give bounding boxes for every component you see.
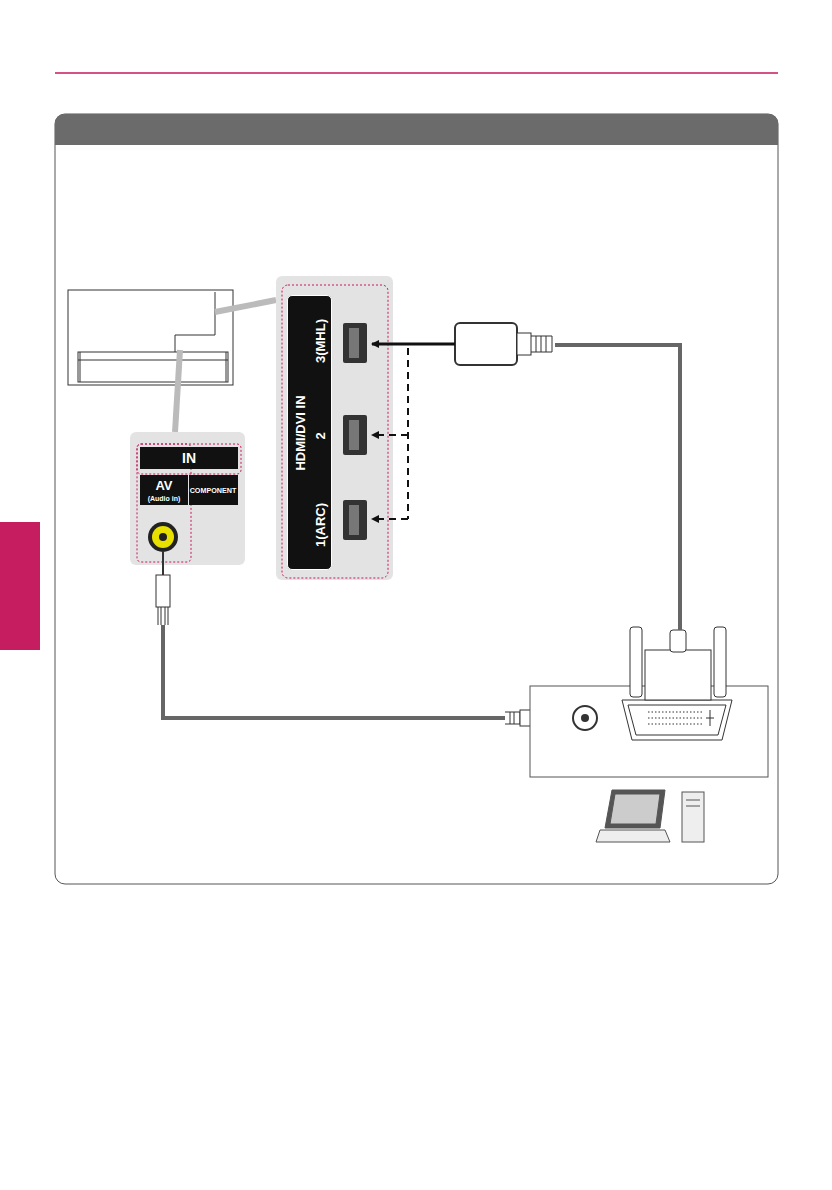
dotted-outline <box>137 444 241 474</box>
port-label: 3(MHL) <box>313 319 328 363</box>
tv-illustration <box>68 290 233 385</box>
port-label: HDMI/DVI IN <box>293 395 308 470</box>
zoom-line <box>215 300 276 312</box>
port-label: (Audio in) <box>148 495 181 502</box>
hdmi-cable <box>372 323 680 630</box>
port-label: AV <box>155 478 172 493</box>
hdmi-ports <box>343 323 367 540</box>
computer-icons <box>596 790 704 842</box>
port-label: COMPONENT <box>190 486 237 495</box>
dvi-connector <box>622 627 732 740</box>
dotted-outline <box>282 285 388 578</box>
component-port-label: COMPONENT <box>189 475 238 505</box>
port-label: 1(ARC) <box>313 503 328 547</box>
hdmi-panel-ground <box>276 276 393 580</box>
content-frame <box>55 114 778 884</box>
hdmi-label-panel: HDMI/DVI IN 3(MHL) 2 1(ARC) <box>287 295 332 570</box>
header-rule <box>55 72 778 74</box>
pc-audio-jack <box>573 706 597 730</box>
header-bar <box>55 114 778 145</box>
port-number: 2 <box>309 406 331 466</box>
in-panel: IN AV (Audio in) COMPONENT <box>140 447 238 505</box>
side-tab <box>0 522 40 650</box>
port-number: 3(MHL) <box>309 301 331 381</box>
av-port-label: AV (Audio in) <box>140 475 188 505</box>
zoom-line <box>175 350 180 432</box>
port-label: 2 <box>313 432 328 439</box>
in-panel-ground <box>130 432 245 565</box>
audio-cable <box>156 552 570 726</box>
port-number: 1(ARC) <box>309 484 331 566</box>
port-label: IN <box>182 450 196 466</box>
av-jack <box>148 522 178 552</box>
